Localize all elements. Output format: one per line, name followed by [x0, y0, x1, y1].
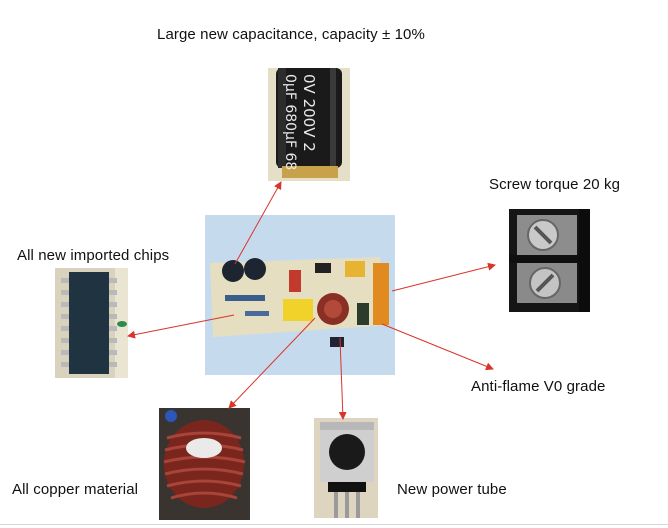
capacitor-print-line1: 0V 200V 2	[300, 74, 318, 152]
arrow-to-screw-terminal	[391, 262, 496, 292]
label-copper-material: All copper material	[12, 481, 139, 498]
label-imported-chips: All new imported chips	[17, 247, 170, 264]
chip-photo	[55, 268, 128, 378]
arrow-to-capacitor	[234, 181, 282, 265]
arrow-to-power-tube	[338, 337, 347, 420]
copper-coil-photo	[159, 408, 250, 520]
screw-terminal-photo	[509, 209, 590, 312]
capacitor-photo: 0V 200V 2 0µF 680µF 68	[268, 68, 350, 181]
label-screw-torque: Screw torque 20 kg	[489, 176, 621, 193]
capacitor-print-line2: 0µF 680µF 68	[282, 74, 298, 170]
label-anti-flame: Anti-flame V0 grade	[471, 378, 606, 395]
power-board-photo	[205, 215, 395, 375]
power-tube-photo	[314, 418, 378, 518]
arrow-to-anti-flame	[381, 323, 494, 371]
label-capacitor: Large new capacitance, capacity ± 10%	[157, 26, 425, 43]
arrow-to-copper-coil	[228, 317, 316, 409]
arrow-to-chip	[127, 314, 235, 339]
label-power-tube: New power tube	[397, 481, 507, 498]
bottom-divider	[0, 524, 668, 525]
